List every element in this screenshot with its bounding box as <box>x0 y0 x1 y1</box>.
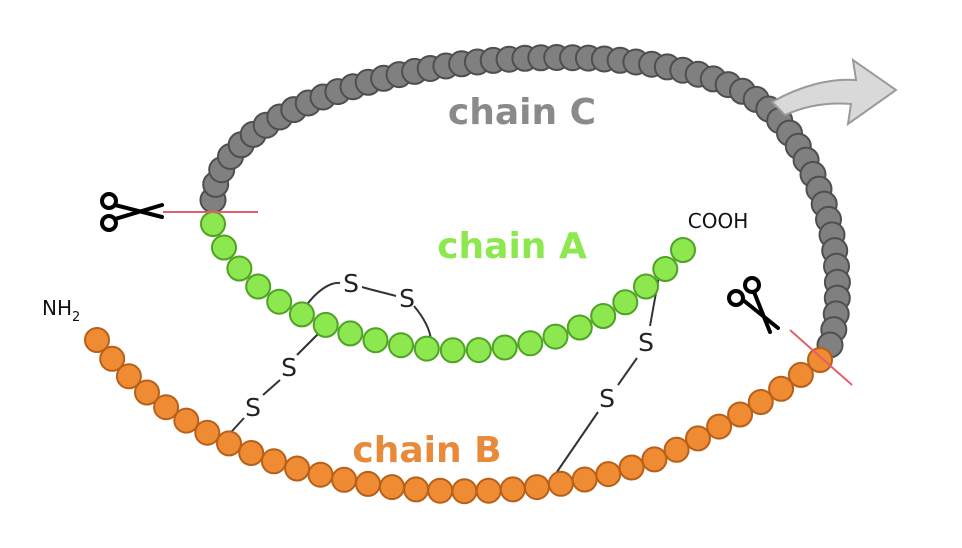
chain-b-bead <box>331 466 358 493</box>
chain-a-bead <box>517 330 544 357</box>
chain-b-bead <box>807 347 833 373</box>
chain-b-bead <box>115 363 142 390</box>
chain-b-bead <box>641 446 668 473</box>
chain-a-label: chain A <box>437 226 587 267</box>
chain-a-bead <box>670 237 696 263</box>
chain-b-bead <box>523 474 550 501</box>
chain-a-bead <box>542 323 569 350</box>
sulfur-atom: S <box>638 328 654 357</box>
chain-a-bead <box>245 273 272 300</box>
sulfur-atom: S <box>343 269 359 298</box>
chain-a-bead <box>491 334 518 361</box>
chain-b-bead <box>547 470 574 497</box>
chain-b-bead <box>403 476 430 503</box>
chain-a-bead <box>633 273 659 300</box>
chain-b-bead <box>216 430 242 457</box>
chain-a-bead <box>388 332 414 359</box>
chain-b-bead <box>727 401 754 428</box>
chain-a-bead <box>312 311 339 338</box>
chain-a-bead <box>566 314 593 341</box>
chain-b-bead <box>618 454 645 481</box>
chain-a-bead <box>413 335 440 362</box>
nh2-terminus-label: NH2 <box>42 296 80 325</box>
cooh-terminus-label: COOH <box>688 209 749 233</box>
chain-a-bead <box>337 320 364 347</box>
intra-chain-bond-line <box>413 305 432 341</box>
chain-a-bead <box>226 255 253 282</box>
chain-a-bead <box>465 337 492 364</box>
chain-b-bead <box>153 394 180 421</box>
scissors-icon <box>727 276 780 334</box>
chain-b-bead <box>307 461 334 488</box>
chain-b-bead <box>99 345 126 372</box>
chain-b-bead <box>768 375 795 402</box>
chain-c-label: chain C <box>448 92 596 133</box>
chain-b-label: chain B <box>352 430 501 471</box>
chain-b-bead <box>355 470 381 497</box>
intra-chain-bond-line <box>361 286 397 297</box>
chain-b-bead <box>427 477 454 504</box>
chain-a-beads <box>200 211 696 364</box>
chain-b-bead <box>194 419 221 446</box>
chain-a-bead <box>200 211 226 237</box>
chain-b-bead <box>663 436 690 463</box>
chain-a-bead <box>652 256 679 282</box>
nh2-subscript: 2 <box>72 310 80 325</box>
chain-b-bead <box>451 478 478 505</box>
chain-b-bead <box>499 476 526 503</box>
chain-a-bead <box>288 301 315 328</box>
chain-a-bead <box>439 337 466 364</box>
chain-b-bead <box>706 413 733 440</box>
chain-b-beads <box>84 327 833 505</box>
chain-a-bead <box>211 234 237 261</box>
chain-b-bead <box>134 379 160 406</box>
chain-b-bead <box>787 361 814 388</box>
inter-chain-bond-line <box>262 379 281 396</box>
chain-b-bead <box>747 389 774 415</box>
chain-b-bead <box>571 466 598 493</box>
chain-b-bead <box>84 327 110 353</box>
chain-a-bead <box>266 288 293 315</box>
sulfur-atom: S <box>281 353 297 382</box>
chain-a-bead <box>590 303 617 329</box>
chain-b-bead <box>260 448 287 475</box>
inter-chain-bond-line <box>296 333 319 356</box>
chain-a-bead <box>612 289 639 316</box>
sulfur-atoms: S S S S S S <box>245 269 654 422</box>
nh2-main: NH <box>42 296 72 320</box>
sulfur-atom: S <box>599 384 615 413</box>
chain-a-bead <box>362 327 389 354</box>
chain-c-beads <box>199 44 851 359</box>
chain-b-bead <box>685 425 711 452</box>
chain-b-bead <box>595 461 622 488</box>
chain-b-bead <box>173 407 200 434</box>
cleavage-line-right <box>789 329 853 386</box>
chain-b-bead <box>379 474 405 501</box>
sulfur-atom: S <box>399 284 415 313</box>
scissors-icon <box>100 192 164 232</box>
chain-b-bead <box>284 455 311 482</box>
sulfur-atom: S <box>245 393 261 422</box>
curved-arrow-icon <box>770 57 898 127</box>
inter-chain-bond-line <box>617 357 638 386</box>
chain-b-bead <box>475 477 502 504</box>
chain-b-bead <box>238 440 265 466</box>
